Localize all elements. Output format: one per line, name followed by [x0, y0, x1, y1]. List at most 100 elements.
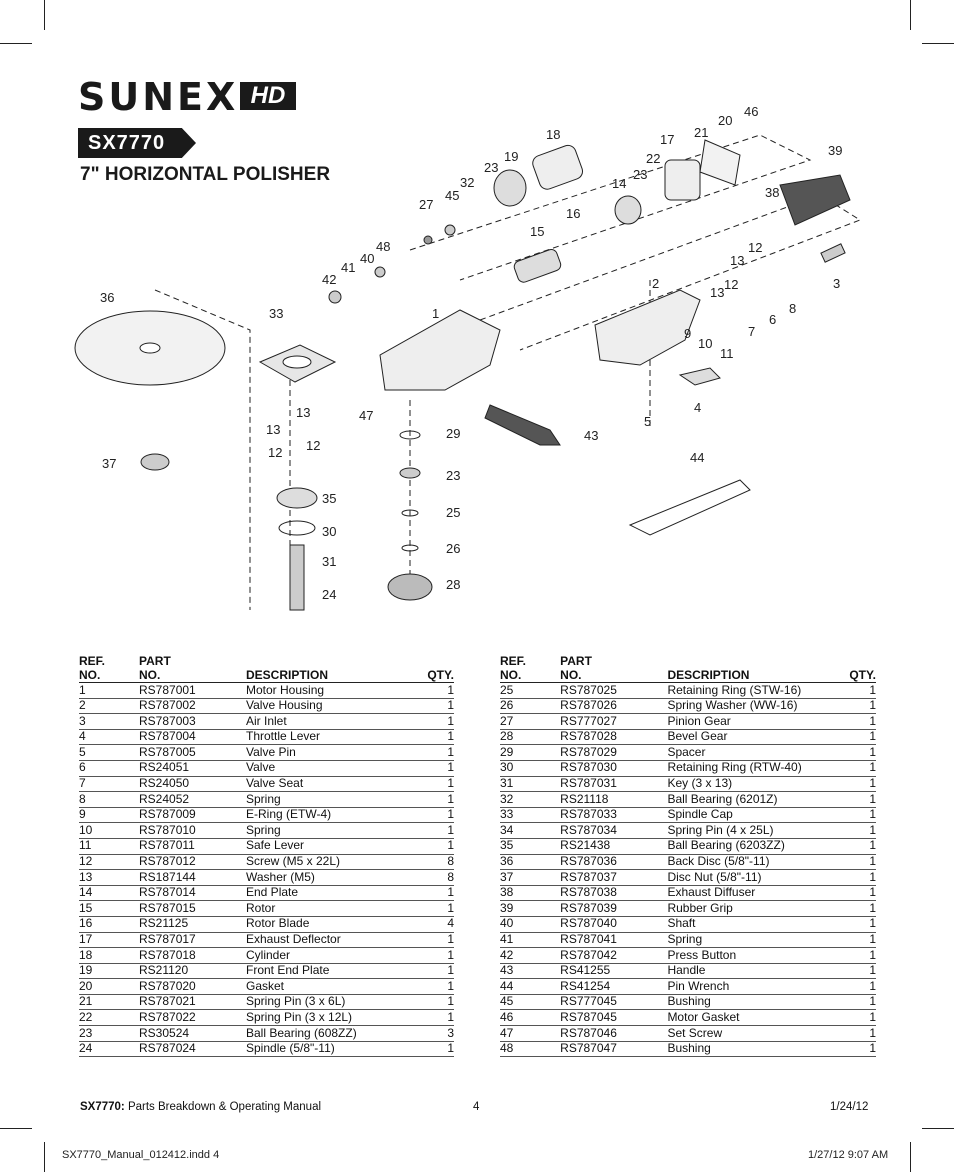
qty-cell: 1 — [837, 978, 876, 995]
part-number-cell: RS787037 — [560, 869, 668, 886]
part-number-cell: RS787021 — [139, 994, 246, 1011]
crop-mark — [0, 43, 32, 44]
part-number-cell: RS787042 — [560, 947, 668, 964]
callout: 30 — [322, 524, 336, 539]
qty-cell: 1 — [416, 729, 454, 746]
ref-cell: 43 — [500, 963, 561, 980]
description-cell: End Plate — [246, 885, 416, 902]
callout: 38 — [765, 185, 779, 200]
ref-cell: 47 — [500, 1025, 561, 1042]
part-number-cell: RS787025 — [560, 682, 668, 699]
ref-cell: 11 — [79, 838, 139, 855]
description-cell: Bushing — [667, 994, 838, 1011]
qty-cell: 1 — [837, 776, 876, 793]
callout: 23 — [446, 468, 460, 483]
part-number-cell: RS787039 — [560, 900, 668, 917]
end-plate — [614, 195, 642, 225]
ref-cell: 42 — [500, 947, 561, 964]
ref-cell: 45 — [500, 994, 561, 1011]
description-cell: Motor Housing — [246, 682, 416, 699]
part-number-cell: RS21118 — [560, 791, 668, 808]
qty-cell: 1 — [416, 932, 454, 949]
callout: 42 — [322, 272, 336, 287]
motor-housing — [379, 309, 501, 391]
qty-cell: 1 — [416, 682, 454, 699]
crop-mark — [44, 1142, 45, 1172]
callout: 18 — [546, 127, 560, 142]
ref-cell: 1 — [79, 682, 139, 699]
ref-cell: 13 — [79, 869, 139, 886]
crop-mark — [922, 43, 954, 44]
callout: 25 — [446, 505, 460, 520]
ref-cell: 16 — [79, 916, 139, 933]
qty-cell: 1 — [416, 807, 454, 824]
footer-date: 1/24/12 — [830, 1101, 869, 1113]
callout: 13 — [296, 405, 310, 420]
callout: 48 — [376, 239, 390, 254]
retaining-ring — [401, 509, 419, 517]
ball-bearing — [276, 487, 318, 509]
description-cell: Motor Gasket — [667, 1009, 838, 1027]
qty-cell: 1 — [837, 682, 876, 699]
qty-cell: 1 — [837, 900, 876, 917]
callout: 4 — [694, 400, 701, 415]
crop-mark — [910, 0, 911, 30]
exploded-parts-diagram: 1 2 3 4 5 6 7 8 9 10 11 12 12 12 12 13 1… — [74, 104, 862, 611]
description-cell: Spindle Cap — [667, 807, 838, 824]
part-number-cell: RS787045 — [560, 1009, 668, 1027]
crop-mark — [910, 1142, 911, 1172]
part-number-cell: RS24052 — [139, 791, 246, 808]
ref-cell: 14 — [79, 885, 139, 902]
description-cell: Front End Plate — [246, 963, 416, 980]
bevel-gear — [387, 573, 433, 601]
description-cell: Ball Bearing (6203ZZ) — [667, 838, 838, 855]
ref-cell: 33 — [500, 807, 561, 824]
cylinder — [532, 144, 584, 190]
callout: 45 — [445, 188, 459, 203]
description-cell: Key (3 x 13) — [667, 776, 838, 793]
col-ref: REF.NO. — [79, 650, 139, 683]
description-cell: Bevel Gear — [667, 729, 838, 746]
description-cell: Spring Washer (WW-16) — [667, 698, 838, 715]
ref-cell: 3 — [79, 713, 139, 730]
callout: 17 — [660, 132, 674, 147]
part-number-cell: RS787033 — [560, 807, 668, 824]
qty-cell: 1 — [837, 713, 876, 730]
callout: 46 — [744, 104, 758, 119]
part-number-cell: RS787040 — [560, 916, 668, 933]
callout: 31 — [322, 554, 336, 569]
spacer — [399, 430, 421, 440]
description-cell: Throttle Lever — [246, 729, 416, 746]
front-end-plate — [493, 169, 527, 207]
spindle — [289, 544, 305, 611]
ref-cell: 39 — [500, 900, 561, 917]
part-number-cell: RS787026 — [560, 698, 668, 715]
description-cell: Spring — [246, 791, 416, 808]
callout: 16 — [566, 206, 580, 221]
description-cell: Press Button — [667, 947, 838, 964]
col-qty: QTY. — [837, 650, 876, 683]
gasket — [699, 139, 741, 186]
part-number-cell: RS787003 — [139, 713, 246, 730]
qty-cell: 1 — [837, 854, 876, 871]
press-button — [328, 290, 342, 304]
part-number-cell: RS787038 — [560, 885, 668, 902]
description-cell: Handle — [667, 963, 838, 980]
brand-suffix: HD — [240, 82, 296, 110]
qty-cell: 1 — [416, 947, 454, 964]
bushing — [374, 266, 386, 278]
ref-cell: 8 — [79, 791, 139, 808]
